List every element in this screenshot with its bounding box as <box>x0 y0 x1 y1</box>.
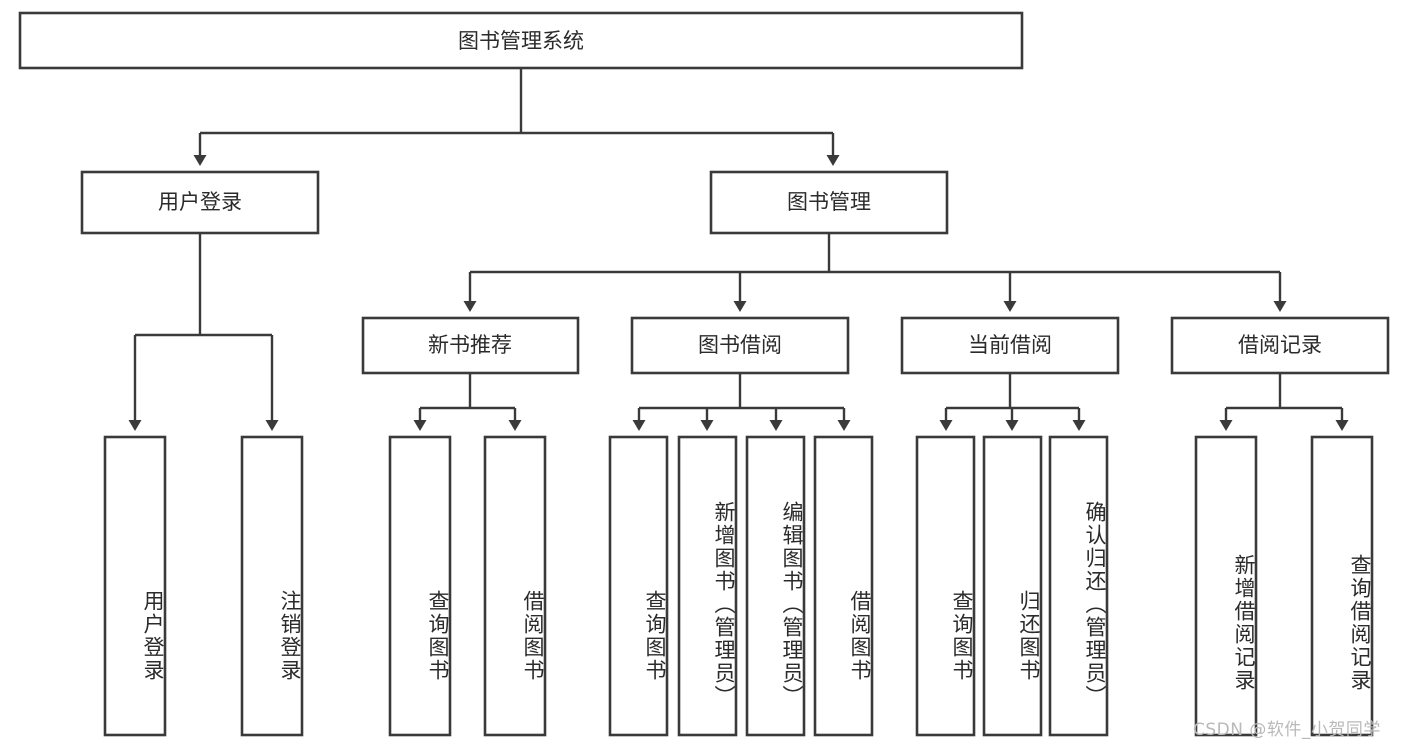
leaf-node-box[interactable] <box>677 435 738 737</box>
node-root-label: 图书管理系统 <box>458 29 584 53</box>
node-book-management-box[interactable] <box>709 170 949 235</box>
leaf-node-box[interactable] <box>1048 435 1109 737</box>
node-layer: 图书管理系统 用户登录 图书管理 新书推荐 图书借阅 当前 <box>18 11 1390 375</box>
node-user-login[interactable]: 用户登录 <box>80 170 320 235</box>
leaf-node-box[interactable] <box>388 435 452 737</box>
leaf-node-box[interactable] <box>240 435 304 737</box>
node-borrow-records[interactable]: 借阅记录 <box>1170 316 1390 375</box>
connector-layer <box>128 68 1349 431</box>
node-borrow-records-box[interactable] <box>1170 316 1390 375</box>
node-current-borrow[interactable]: 当前借阅 <box>900 316 1120 375</box>
leaf-node-box[interactable] <box>915 435 976 737</box>
leaf-box-layer <box>103 435 1374 737</box>
leaf-node-box[interactable] <box>608 435 669 737</box>
node-current-borrow-box[interactable] <box>900 316 1120 375</box>
node-user-login-box[interactable] <box>80 170 320 235</box>
node-new-book-recommend-label: 新书推荐 <box>428 333 512 357</box>
node-user-login-label: 用户登录 <box>158 190 242 214</box>
leaf-node-box[interactable] <box>483 435 547 737</box>
node-root[interactable]: 图书管理系统 <box>18 11 1024 70</box>
node-root-box[interactable] <box>18 11 1024 70</box>
leaf-node-box[interactable] <box>982 435 1043 737</box>
leaf-node-box[interactable] <box>103 435 167 737</box>
node-new-book-recommend[interactable]: 新书推荐 <box>361 316 580 375</box>
node-book-borrow-label: 图书借阅 <box>698 333 782 357</box>
node-book-borrow-box[interactable] <box>630 316 850 375</box>
node-borrow-records-label: 借阅记录 <box>1238 333 1322 357</box>
leaf-node-box[interactable] <box>745 435 806 737</box>
node-book-management-label: 图书管理 <box>787 190 871 214</box>
leaf-node-box[interactable] <box>1194 435 1258 737</box>
watermark-credit: CSDN @软件_小贺同学 <box>1193 720 1381 740</box>
node-book-borrow[interactable]: 图书借阅 <box>630 316 850 375</box>
node-current-borrow-label: 当前借阅 <box>968 333 1052 357</box>
node-book-management[interactable]: 图书管理 <box>709 170 949 235</box>
leaf-node-box[interactable] <box>813 435 874 737</box>
node-new-book-recommend-box[interactable] <box>361 316 580 375</box>
leaf-node-box[interactable] <box>1310 435 1374 737</box>
